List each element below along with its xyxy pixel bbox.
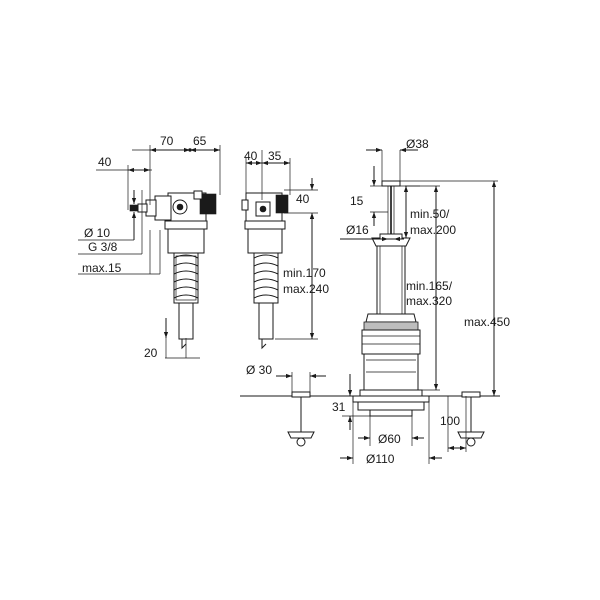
dim-max240: max.240 (283, 282, 329, 296)
dim-min165: min.165/ (406, 279, 453, 293)
dim-100: 100 (440, 414, 460, 428)
dim-31: 31 (332, 400, 346, 414)
dim-max15: max.15 (82, 261, 122, 275)
mounting-bolt-left (287, 391, 315, 447)
dim-15: 15 (350, 194, 364, 208)
dim-max450: max.450 (464, 315, 510, 329)
dim-diameter-110: Ø110 (366, 452, 395, 466)
dim-20: 20 (144, 346, 158, 360)
dim-diameter-16: Ø16 (346, 223, 369, 237)
fill-valve-front-view: 40 35 40 min.170 max.240 (241, 149, 329, 350)
flush-valve-view: Ø38 15 Ø16 min.50/ max.200 min.165/ max.… (240, 137, 510, 466)
dim-diameter-30: Ø 30 (246, 363, 272, 377)
dim-40-side: 40 (296, 192, 310, 206)
dim-40-left: 40 (98, 155, 112, 169)
dim-g38: G 3/8 (88, 240, 118, 254)
mounting-bolt-right (457, 391, 485, 447)
dim-max320: max.320 (406, 294, 452, 308)
dim-40-front: 40 (244, 149, 258, 163)
dim-max200: max.200 (410, 223, 456, 237)
dim-diameter-38: Ø38 (406, 137, 429, 151)
dim-35: 35 (268, 149, 282, 163)
dim-min170: min.170 (283, 266, 326, 280)
dim-diameter-10: Ø 10 (84, 226, 110, 240)
dim-70: 70 (160, 134, 174, 148)
dim-min50: min.50/ (410, 207, 450, 221)
fill-valve-side-view: 70 65 40 Ø 10 G 3/8 max.15 20 (78, 134, 221, 360)
dim-diameter-60: Ø60 (378, 432, 401, 446)
dim-65: 65 (193, 134, 207, 148)
